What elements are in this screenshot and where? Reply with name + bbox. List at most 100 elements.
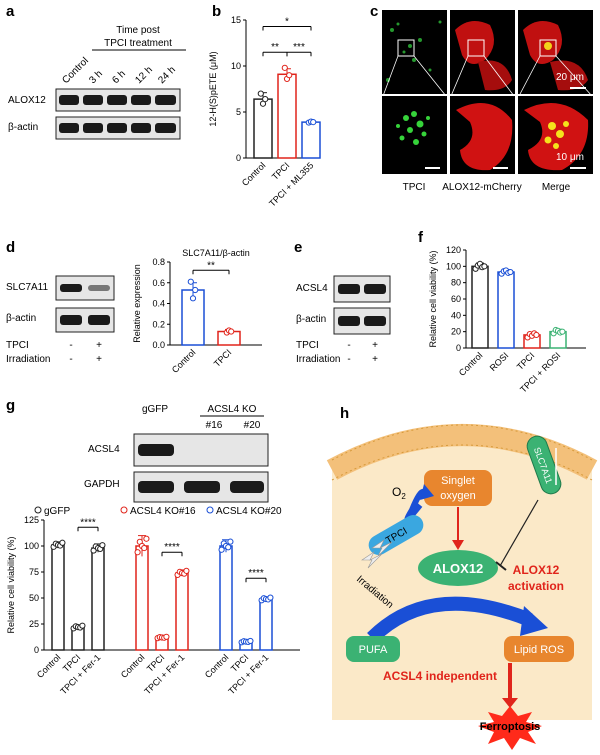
blot-row-label: SLC7A11 — [6, 282, 49, 293]
legend-marker — [120, 506, 128, 514]
y-tick-label: 100 — [446, 261, 461, 271]
node-singlet-oxygen — [424, 470, 492, 506]
arrow-head — [520, 606, 548, 636]
blot-band — [364, 316, 386, 326]
x-tick-label: TPCI — [270, 160, 292, 182]
y-tick-label: 125 — [24, 515, 39, 525]
y-tick-label: 0.4 — [152, 299, 165, 309]
legend-label: ACSL4 KO#16 — [130, 506, 196, 517]
pufa-label: PUFA — [359, 644, 388, 656]
arrow-head — [502, 698, 518, 708]
legend-marker — [34, 506, 42, 514]
x-tick-label: TPCI — [515, 350, 537, 372]
lane-label-a: 6 h — [110, 69, 128, 87]
data-point — [281, 64, 288, 71]
panel-letter-b: b — [212, 3, 221, 20]
data-point — [218, 546, 225, 553]
y-tick-label: 0.0 — [152, 340, 165, 350]
blot-band — [83, 95, 103, 105]
membrane-lipid — [331, 424, 593, 461]
data-point — [286, 72, 293, 79]
blot-band — [60, 315, 82, 325]
activation-line2: activation — [508, 579, 564, 593]
panel-letter-c: c — [370, 3, 378, 20]
micro-label: Merge — [542, 182, 571, 193]
green-puncta-top — [386, 20, 442, 82]
zoom-box — [539, 39, 557, 57]
blot-band — [60, 284, 82, 292]
blot-band — [230, 481, 264, 493]
significance-label: **** — [80, 517, 96, 528]
bar — [135, 545, 149, 651]
zoom-box — [397, 39, 415, 57]
y-tick-label: 0 — [456, 343, 461, 353]
data-point — [134, 549, 141, 556]
bar — [51, 544, 65, 651]
blot-band — [131, 95, 151, 105]
y-axis-label: Relative cell viability (%) — [428, 250, 438, 347]
blot-band-faint — [88, 285, 110, 291]
time-header-line1: Time post — [116, 25, 160, 36]
legend-label: ACSL4 KO#20 — [216, 506, 282, 517]
blot-band — [138, 444, 174, 456]
blot-row-label: β-actin — [8, 122, 38, 133]
y-tick-label: 120 — [446, 245, 461, 255]
merge-cell-top — [550, 60, 588, 91]
o2-label: O2 — [392, 485, 406, 501]
merge-yellow-bottom — [544, 121, 569, 149]
significance-label: **** — [164, 542, 180, 553]
data-point — [187, 278, 194, 285]
y-tick-label: 0.8 — [152, 257, 165, 267]
data-point — [559, 328, 566, 335]
bar — [471, 265, 489, 349]
cond-value: + — [96, 354, 102, 365]
blot-band — [155, 95, 176, 105]
legend-marker — [206, 506, 214, 514]
y-tick-label: 15 — [231, 15, 241, 25]
significance-label: ** — [207, 260, 215, 271]
legend-label: gGFP — [44, 506, 70, 517]
zoom-line — [555, 55, 593, 97]
bar — [175, 572, 189, 651]
activation-line1: ALOX12 — [513, 563, 560, 577]
node-tpci — [368, 515, 424, 555]
cond-value: - — [69, 354, 72, 365]
panel-g-blot: gGFP ACSL4 KO #16 #20 ACSL4 GAPDH — [84, 404, 269, 503]
panel-letter-e: e — [294, 239, 302, 256]
blot-band — [131, 123, 151, 133]
bar — [497, 271, 515, 349]
cond-label: TPCI — [296, 340, 319, 351]
panel-c-microscopy: 20 μm 10 μm TPCI ALOX12-mCherry Merge — [382, 10, 593, 193]
bar — [277, 73, 297, 159]
y-tick-label: 60 — [451, 294, 461, 304]
bar — [259, 598, 273, 651]
arrow-head — [420, 484, 434, 500]
blot-row-label: ACSL4 — [88, 444, 120, 455]
y-tick-label: 40 — [451, 310, 461, 320]
acsl4-independent-label: ACSL4 independent — [383, 669, 497, 683]
significance-label: * — [285, 16, 289, 27]
data-point — [192, 286, 199, 294]
blot-band — [107, 95, 127, 105]
node-lipid-ros — [504, 636, 574, 662]
zoom-line — [382, 55, 399, 97]
green-puncta-bottom — [396, 111, 430, 145]
y-tick-label: 0.6 — [152, 278, 165, 288]
lane-label-a: 24 h — [156, 65, 178, 87]
panel-letter-a: a — [6, 3, 15, 20]
panel-d-blot: SLC7A11 β-actin TPCI Irradiation - - + + — [6, 275, 115, 365]
data-point — [143, 535, 150, 542]
data-point — [247, 637, 254, 645]
node-pufa — [346, 636, 400, 662]
zoom-line — [518, 55, 541, 97]
merge-cell-top — [523, 21, 562, 64]
x-tick-label: Control — [457, 350, 485, 378]
panel-e-blot: ACSL4 β-actin TPCI Irradiation - - + + — [296, 275, 391, 365]
data-point — [59, 539, 66, 546]
y-tick-label: 50 — [29, 593, 39, 603]
data-point — [99, 542, 106, 549]
zoom-box — [467, 39, 485, 57]
bar — [301, 121, 321, 159]
arrow-pufa-ros — [367, 596, 533, 644]
